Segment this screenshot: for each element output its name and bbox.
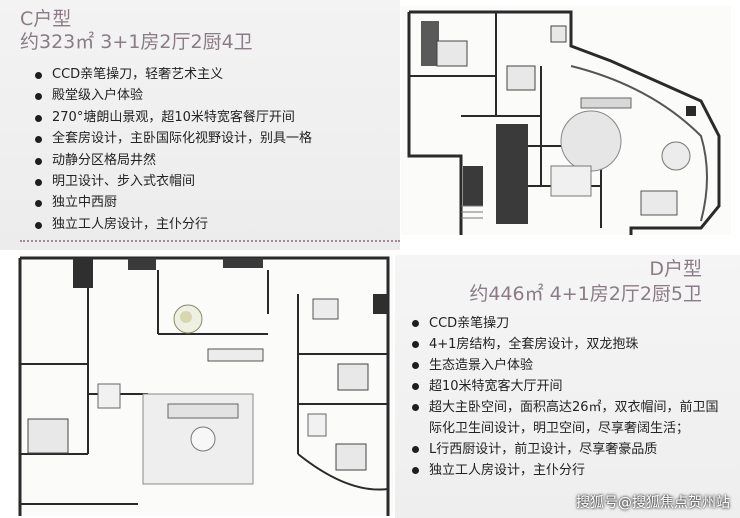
list-item: 独立中西厨 xyxy=(32,193,312,214)
list-item: 超大主卧空间，面积高达26㎡，双衣帽间，前卫国际化卫生间设计，明卫空间，尽享奢阔… xyxy=(409,397,729,439)
d-unit-area-layout: 约446㎡ 4+1房2厅2厨5卫 xyxy=(469,283,702,305)
c-unit-feature-list: CCD亲笔操刀，轻奢艺术主义 殿堂级入户体验 270°塘朗山景观，超10米特宽客… xyxy=(32,65,312,236)
list-item: 4+1房结构，全套房设计，双龙抱珠 xyxy=(409,334,729,355)
c-unit-title: C户型 xyxy=(20,8,72,30)
d-unit-title: D户型 xyxy=(649,258,702,280)
d-unit-floor-plan xyxy=(18,254,393,516)
list-item: 动静分区格局井然 xyxy=(32,151,312,172)
list-item: L行西厨设计，前卫设计，尽享奢豪品质 xyxy=(409,439,729,460)
c-unit-area-layout: 约323㎡ 3+1房2厅2厨4卫 xyxy=(20,31,253,53)
list-item: 全套房设计，主卧国际化视野设计，别具一格 xyxy=(32,129,312,150)
background-wash-bottom xyxy=(395,255,740,518)
list-item: 270°塘朗山景观，超10米特宽客餐厅开间 xyxy=(32,108,312,129)
list-item: 生态造景入户体验 xyxy=(409,355,729,376)
list-item: 独立工人房设计，主仆分行 xyxy=(409,460,729,481)
watermark: 搜狐号@搜狐焦点贺州站 xyxy=(576,495,730,511)
list-item: 殿堂级入户体验 xyxy=(32,86,312,107)
list-item: CCD亲笔操刀 xyxy=(409,313,729,334)
list-item: 独立工人房设计，主仆分行 xyxy=(32,215,312,236)
list-item: 明卫设计、步入式衣帽间 xyxy=(32,172,312,193)
d-unit-feature-list: CCD亲笔操刀 4+1房结构，全套房设计，双龙抱珠 生态造景入户体验 超10米特… xyxy=(409,313,729,481)
background-wash-top xyxy=(0,0,400,250)
list-item: 超10米特宽客大厅开间 xyxy=(409,376,729,397)
c-unit-floor-plan xyxy=(401,6,731,235)
list-item: CCD亲笔操刀，轻奢艺术主义 xyxy=(32,65,312,86)
section-divider xyxy=(20,240,400,243)
